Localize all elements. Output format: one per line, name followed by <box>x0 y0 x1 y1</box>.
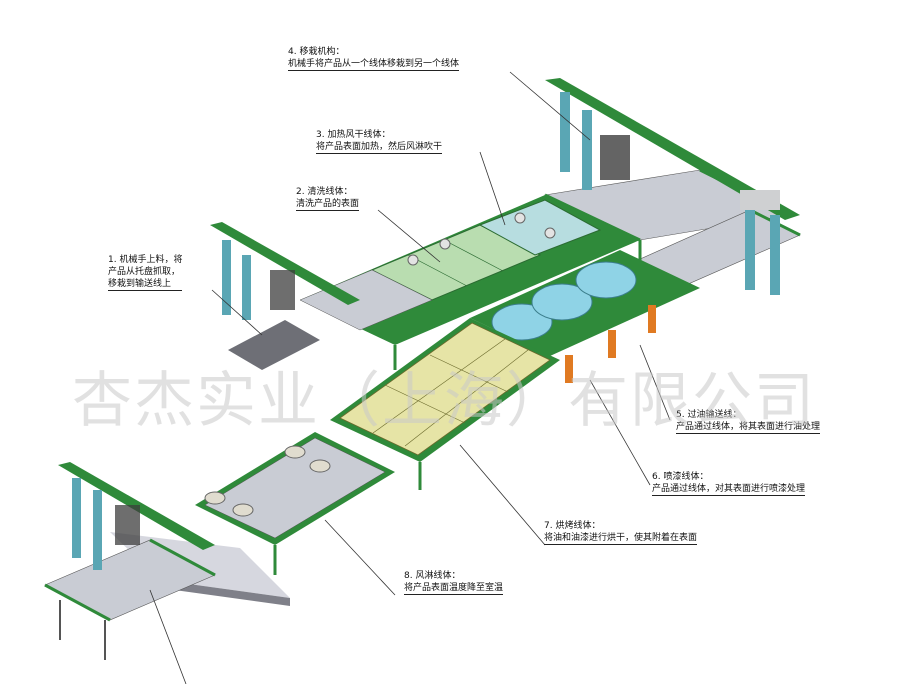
annotation-5-line: 产品通过线体，将其表面进行油处理 <box>676 422 821 434</box>
annotation-heating-drying: 3. 加热风干线体： 将产品表面加热，然后风淋吹干 <box>316 129 443 154</box>
annotation-8-title: 8. 风淋线体： <box>404 571 461 581</box>
annotation-transfer-mechanism: 4. 移栽机构： 机械手将产品从一个线体移栽到另一个线体 <box>288 46 460 71</box>
annotation-2-line: 清洗产品的表面 <box>296 199 360 211</box>
annotation-robot-loading: 1. 机械手上料，将 产品从托盘抓取， 移栽到输送线上 <box>108 254 183 291</box>
annotation-8-line: 将产品表面温度降至室温 <box>404 583 504 595</box>
annotation-oil-conveyor: 5. 过油输送线： 产品通过线体，将其表面进行油处理 <box>676 409 821 434</box>
annotation-7-title: 7. 烘烤线体： <box>544 521 601 531</box>
annotation-1-title: 1. 机械手上料，将 <box>108 255 183 265</box>
cleaning-drying-line <box>299 195 642 370</box>
leader-lines <box>149 71 671 685</box>
annotation-4-line: 机械手将产品从一个线体移栽到另一个线体 <box>288 59 460 71</box>
gantry-transfer-4 <box>545 78 800 295</box>
annotation-7-line: 将油和油漆进行烘干，使其附着在表面 <box>544 533 698 545</box>
annotation-4-title: 4. 移栽机构： <box>288 47 345 57</box>
gantry-output <box>58 462 215 570</box>
annotation-1-line1: 产品从托盘抓取， <box>108 267 181 277</box>
floor-slab-edge <box>160 580 290 606</box>
annotation-6-title: 6. 喷漆线体： <box>652 472 709 482</box>
annotation-2-title: 2. 清洗线体： <box>296 187 353 197</box>
annotation-spray-line: 6. 喷漆线体： 产品通过线体，对其表面进行喷漆处理 <box>652 471 806 496</box>
spray-line <box>470 250 700 383</box>
output-line <box>44 538 216 660</box>
oven-line <box>330 318 560 490</box>
annotation-5-title: 5. 过油输送线： <box>676 410 742 420</box>
annotation-3-title: 3. 加热风干线体： <box>316 130 391 140</box>
annotation-6-line: 产品通过线体，对其表面进行喷漆处理 <box>652 484 806 496</box>
annotation-1-line2: 移栽到输送线上 <box>108 278 183 291</box>
annotation-air-shower: 8. 风淋线体： 将产品表面温度降至室温 <box>404 570 504 595</box>
air-shower-line <box>195 432 395 575</box>
annotation-baking-line: 7. 烘烤线体： 将油和油漆进行烘干，使其附着在表面 <box>544 520 698 545</box>
annotation-3-line: 将产品表面加热，然后风淋吹干 <box>316 142 443 154</box>
annotation-cleaning: 2. 清洗线体： 清洗产品的表面 <box>296 186 360 211</box>
gantry-loading-1 <box>210 222 360 370</box>
